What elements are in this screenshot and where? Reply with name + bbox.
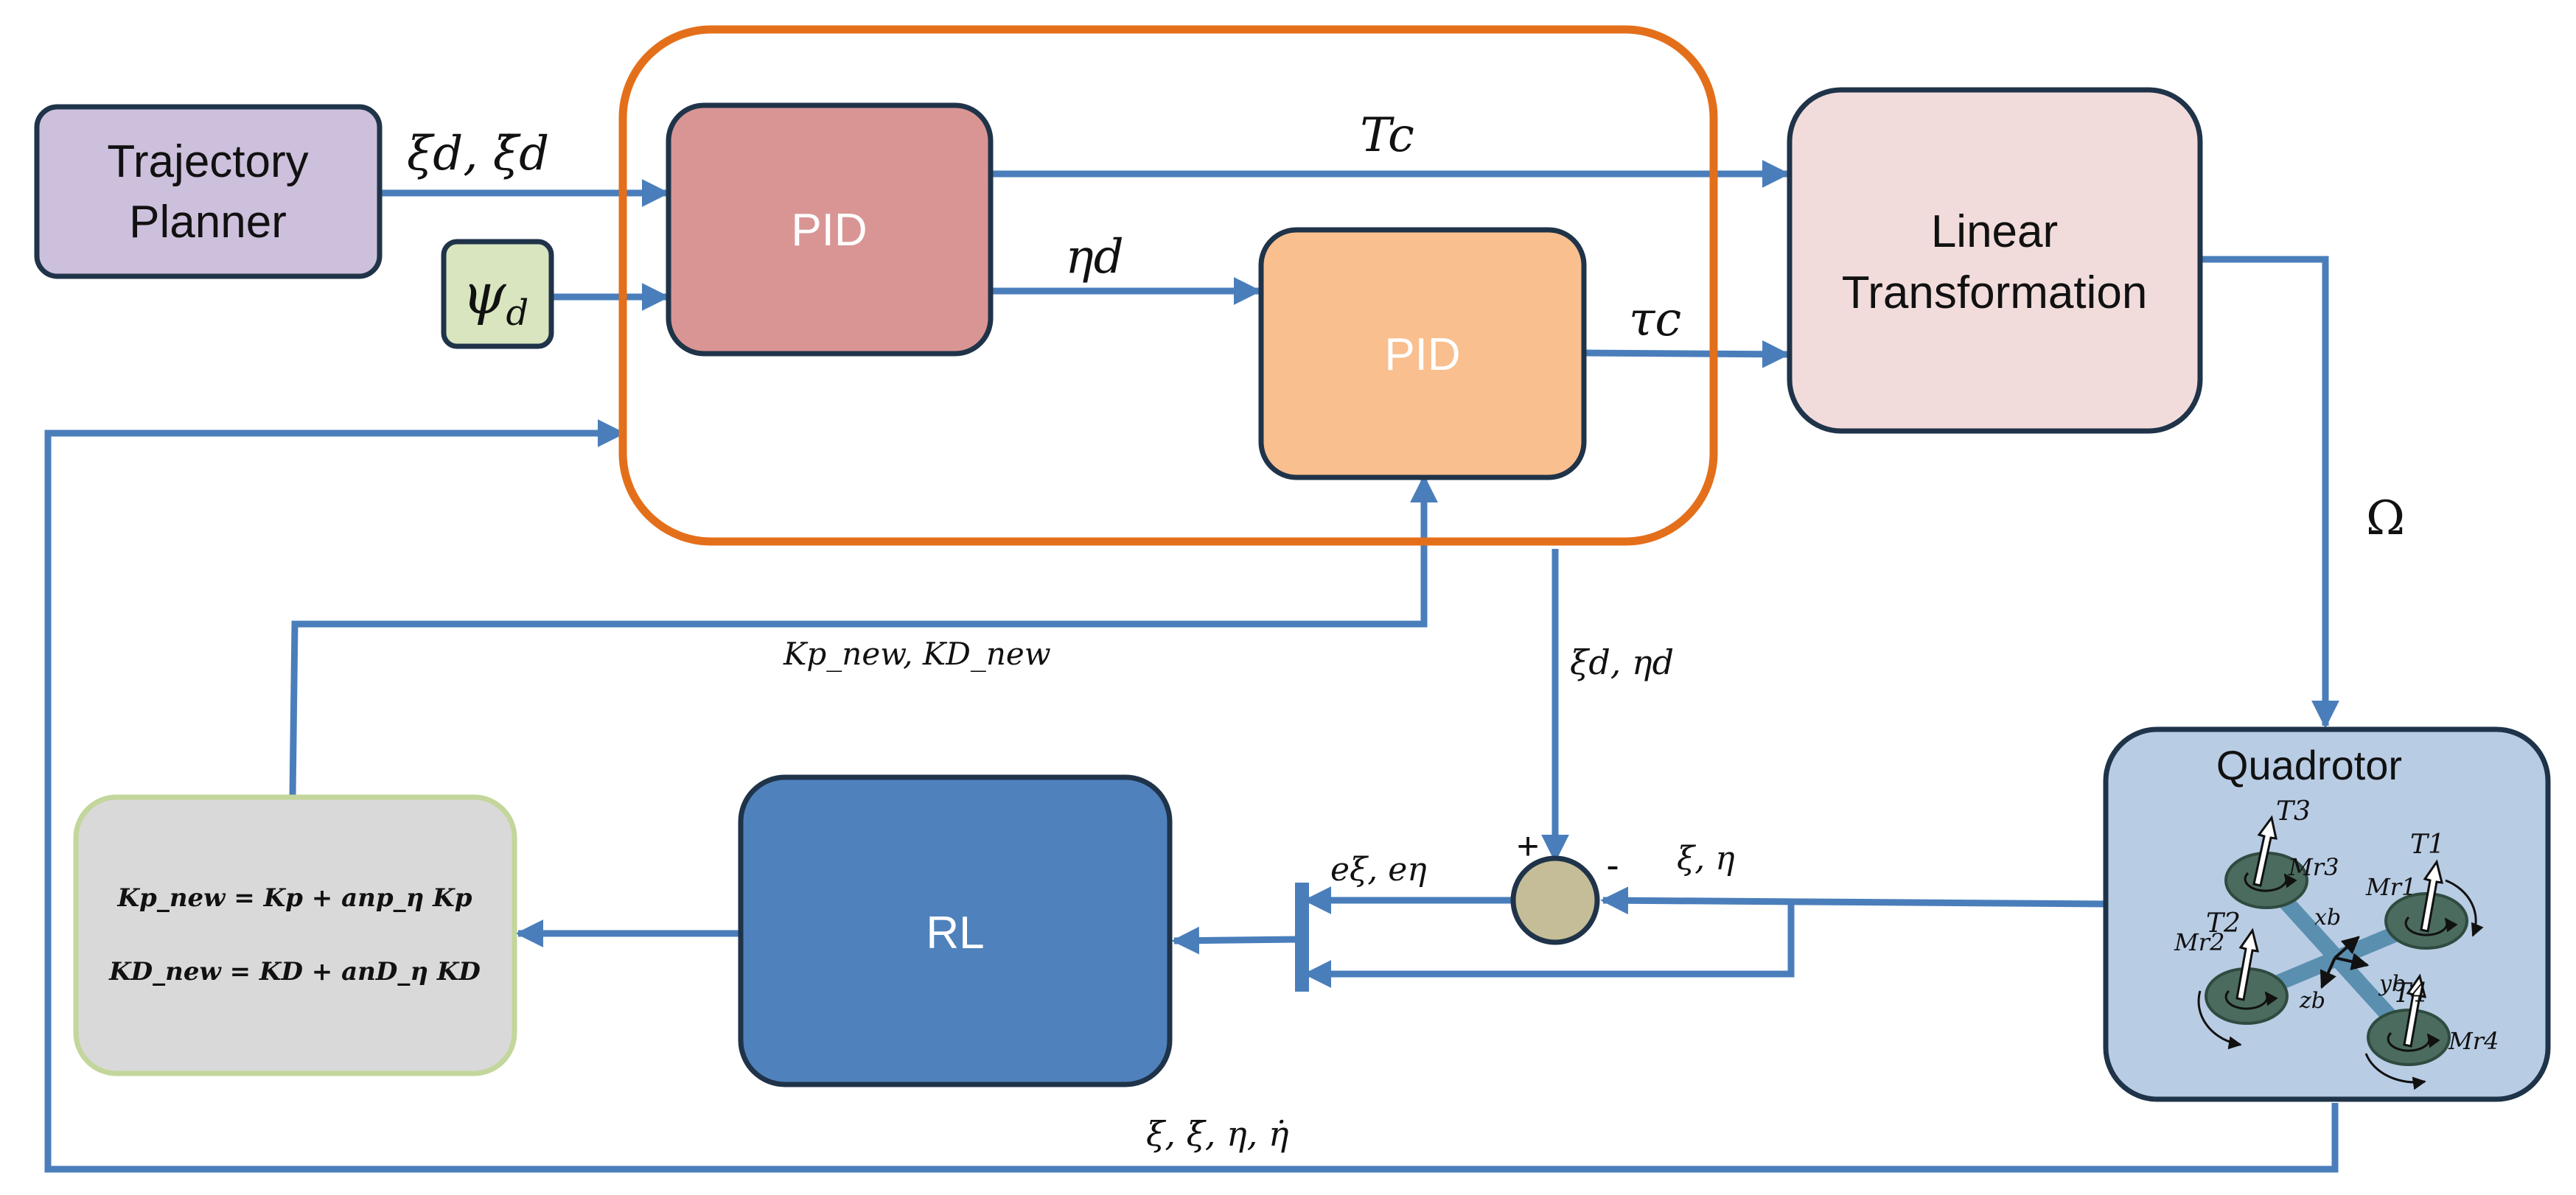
svg-text:Mr4: Mr4 [2448, 1027, 2499, 1055]
svg-text:Mr3: Mr3 [2288, 853, 2339, 881]
linear-transformation-line2: Transformation [1842, 267, 2148, 318]
svg-text:Mr1: Mr1 [2365, 873, 2416, 901]
rotor-2 [2197, 967, 2289, 1050]
quadrotor-block: Quadrotor [2103, 726, 2551, 1102]
signal-xi-d-eta-d: ξd, ηd [1570, 642, 1674, 682]
arrow-feedback-loop [44, 419, 2339, 1173]
sum-plus: + [1517, 825, 1539, 868]
pid-outer-block: PID [666, 102, 994, 357]
signal-omega: Ω [2366, 491, 2405, 546]
quadrotor-label: Quadrotor [2216, 742, 2402, 788]
sum-minus: - [1606, 844, 1619, 887]
svg-text:T1: T1 [2410, 830, 2445, 860]
label-xb: xb [2314, 905, 2341, 931]
signal-eta-d: ηd [1065, 230, 1123, 284]
gain-update-eq1: Kp_new = Kp + anp_η Kp [117, 883, 472, 913]
arrow-branch-to-bar [1303, 900, 1795, 988]
label-mr1: Mr1 [2365, 873, 2416, 901]
signal-xi-eta: ξ, η [1677, 840, 1735, 877]
psi-d-sub: d [506, 292, 528, 334]
svg-text:Mr2: Mr2 [2174, 928, 2224, 956]
label-t4: T4 [2393, 978, 2428, 1009]
gain-update-eq2: KD_new = KD + anD_η KD [108, 957, 481, 987]
arrow-gain-to-pid [289, 474, 1438, 796]
label-t2: T2 [2206, 908, 2241, 939]
controller-frame [618, 25, 1718, 546]
pid-outer-label: PID [791, 205, 867, 256]
thrust-arrows [2235, 815, 2443, 1048]
gain-update-block: Kp_new = Kp + anp_η Kp KD_new = KD + anD… [73, 794, 517, 1076]
mux-bar [1295, 883, 1309, 992]
label-zb: zb [2299, 988, 2325, 1014]
linear-transformation-block: Linear Transformation [1787, 87, 2203, 434]
label-t3: T3 [2276, 796, 2311, 827]
signal-feedback-state: ξ, ξ̇, η, η̇ [1146, 1114, 1289, 1154]
svg-text:yb: yb [2378, 971, 2406, 997]
label-t1: T1 [2410, 830, 2445, 860]
label-yb: yb [2378, 971, 2406, 997]
trajectory-planner-line1: Trajectory [107, 136, 308, 187]
connections [44, 160, 2339, 1173]
signal-tau-c: τc [1629, 292, 1681, 347]
label-mr2: Mr2 [2174, 928, 2224, 956]
trajectory-planner-line2: Planner [129, 197, 287, 248]
pid-inner-block: PID [1258, 227, 1587, 480]
svg-text:xb: xb [2314, 905, 2341, 931]
trajectory-planner-block: Trajectory Planner [34, 104, 383, 279]
svg-text:zb: zb [2299, 988, 2325, 1014]
psi-d-symbol: ψ [462, 261, 507, 326]
signal-e-xi-e-eta: eξ, eη [1330, 851, 1427, 889]
arrow-tau-c [1584, 340, 1790, 368]
rl-label: RL [926, 908, 984, 959]
arrow-bar-to-rl [1171, 926, 1298, 955]
signal-k-new: Kp_new, KD_new [783, 636, 1051, 672]
signal-tc: Tc [1360, 108, 1414, 163]
svg-text:T4: T4 [2393, 978, 2428, 1009]
arrow-omega [2200, 256, 2339, 729]
psi-d-block: ψd [441, 239, 554, 349]
label-mr3: Mr3 [2288, 853, 2339, 881]
svg-text:T2: T2 [2206, 908, 2241, 939]
linear-transformation-line1: Linear [1931, 206, 2058, 257]
body-axes [2320, 936, 2370, 989]
arrow-state-to-sum [1600, 886, 2109, 915]
signal-xi-d-dot: ξd, ξ̇d [407, 127, 549, 181]
rl-block: RL [738, 774, 1173, 1087]
label-mr4: Mr4 [2448, 1027, 2499, 1055]
pid-inner-label: PID [1384, 329, 1460, 380]
svg-text:ψd: ψd [462, 261, 528, 334]
svg-text:T3: T3 [2276, 796, 2311, 827]
summing-junction: + - [1510, 825, 1619, 945]
